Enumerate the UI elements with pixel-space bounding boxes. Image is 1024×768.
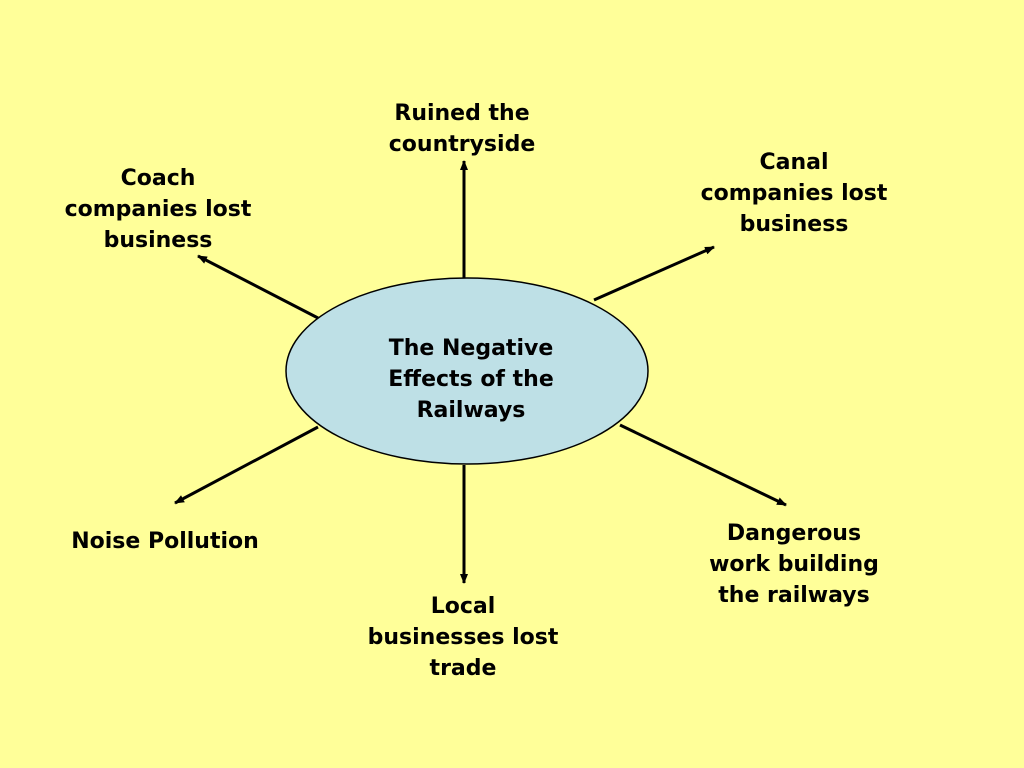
center-title: The Negative Effects of the Railways xyxy=(346,333,596,426)
effect-line: Noise Pollution xyxy=(71,529,259,554)
effect-ruined-countryside: Ruined the countryside xyxy=(337,98,587,160)
center-title-line: Railways xyxy=(416,398,526,423)
arrow-to-left xyxy=(174,425,319,505)
effect-line: companies lost xyxy=(700,181,888,206)
effect-line: business xyxy=(739,212,849,237)
effect-line: Coach xyxy=(120,166,196,191)
effect-line: business xyxy=(103,228,213,253)
effect-line: Local xyxy=(430,594,496,619)
arrow-to-top-right xyxy=(593,245,715,302)
effect-line: companies lost xyxy=(64,197,252,222)
effect-local-businesses: Local businesses lost trade xyxy=(338,591,588,684)
effect-line: Dangerous xyxy=(726,521,862,546)
arrow-to-top-left xyxy=(197,254,319,320)
effect-noise-pollution: Noise Pollution xyxy=(40,526,290,557)
arrow-to-bottom-right xyxy=(619,423,787,507)
effect-line: countryside xyxy=(388,132,536,157)
center-title-line: The Negative xyxy=(388,336,554,361)
effect-line: the railways xyxy=(718,583,870,608)
effect-canal-companies: Canal companies lost business xyxy=(669,147,919,240)
effect-line: Ruined the xyxy=(394,101,530,126)
effect-line: work building xyxy=(709,552,879,577)
effect-line: trade xyxy=(429,656,497,681)
effect-line: businesses lost xyxy=(367,625,559,650)
center-hub-ellipse xyxy=(285,277,649,465)
effect-line: Canal xyxy=(759,150,829,175)
effect-coach-companies: Coach companies lost business xyxy=(33,163,283,256)
effect-dangerous-work: Dangerous work building the railways xyxy=(669,518,919,611)
center-title-line: Effects of the xyxy=(388,367,554,392)
